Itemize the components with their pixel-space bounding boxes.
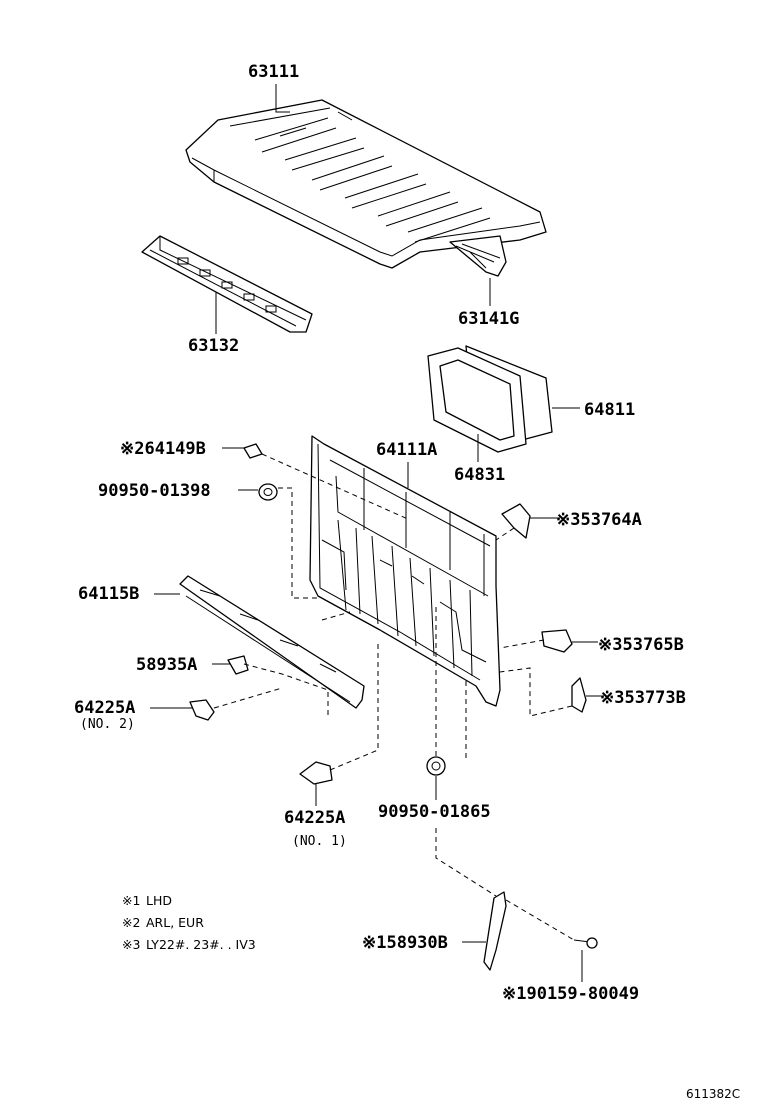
bolt-drawing (573, 937, 598, 949)
roof-panel-drawing (185, 99, 547, 269)
note-mark-3: ※3 (122, 937, 140, 952)
leader-lines (150, 84, 604, 982)
label-bracket-small: 58935A (136, 655, 197, 675)
note-text-2: ARL, EUR (146, 915, 204, 930)
note-mark-2: ※2 (122, 915, 140, 930)
label-bracket-no1: 64225A (284, 808, 345, 828)
lower-reinforcement-drawing (179, 575, 365, 709)
label-strap: ※158930B (362, 933, 448, 953)
bracket-b-drawing (541, 629, 573, 653)
label-grommet-upper: 90950-01398 (98, 481, 211, 501)
bracket-no1-drawing (299, 761, 333, 785)
label-clip-upper: ※264149B (120, 439, 206, 459)
label-bracket-a: ※353764A (556, 510, 642, 530)
notes-legend: ※1 LHD ※2 ARL, EUR ※3 LY22#. 23#. . IV3 (122, 893, 256, 952)
bracket-a-drawing (501, 503, 531, 539)
note-mark-1: ※1 (122, 893, 140, 908)
label-window-glass: 64811 (584, 400, 635, 420)
grommet-lower-drawing (426, 756, 446, 776)
bracket-small-drawing (227, 655, 249, 675)
diagram-ref-code: 611382C (686, 1087, 740, 1101)
label-bracket-no2-note: (NO. 2) (80, 717, 135, 732)
label-bolt: ※190159-80049 (502, 984, 639, 1004)
label-roof-header: 63132 (188, 336, 239, 356)
label-roof-bow: 63141G (458, 309, 519, 329)
grommet-upper-drawing (258, 483, 278, 501)
weatherstrip-drawing (427, 347, 527, 453)
roof-bow-drawing (449, 235, 507, 277)
note-text-3: LY22#. 23#. . IV3 (146, 937, 256, 952)
roof-header-drawing (141, 235, 313, 333)
assembly-lines (213, 453, 575, 941)
clip-upper-drawing (243, 443, 263, 459)
label-lower-reinforcement: 64115B (78, 584, 139, 604)
label-bracket-b: ※353765B (598, 635, 684, 655)
label-grommet-lower: 90950-01865 (378, 802, 491, 822)
bracket-no2-drawing (189, 699, 215, 721)
label-roof-panel: 63111 (248, 62, 299, 82)
back-panel-drawing (309, 435, 501, 707)
note-text-1: LHD (146, 893, 172, 908)
label-weatherstrip: 64831 (454, 465, 505, 485)
label-back-panel: 64111A (376, 440, 437, 460)
label-bracket-no2: 64225A (74, 698, 135, 718)
label-bracket-no1-note: (NO. 1) (292, 834, 347, 849)
label-bracket-c: ※353773B (600, 688, 686, 708)
strap-drawing (483, 891, 507, 971)
bracket-c-drawing (571, 677, 587, 713)
